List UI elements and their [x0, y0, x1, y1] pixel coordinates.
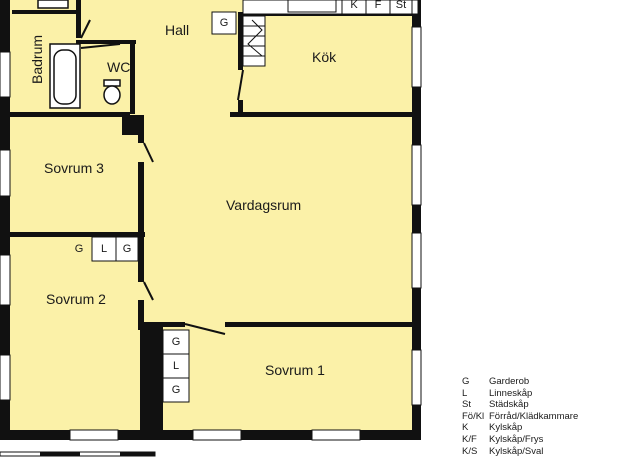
kitchen-st-box — [389, 0, 413, 15]
sovrum1-closets: G L G — [162, 329, 190, 403]
legend-item: K/S Kylskåp/Sval — [462, 446, 622, 458]
room-badrum: Badrum — [29, 35, 45, 84]
legend-code: K — [462, 422, 469, 434]
sov1-g-top-label: G — [172, 336, 181, 348]
sovrum2-closets: G L G — [75, 236, 139, 262]
kitchen-sink-box — [287, 0, 337, 13]
bathtub — [49, 43, 81, 109]
legend-item: St Städskåp — [462, 399, 622, 411]
room-vardagsrum: Vardagsrum — [226, 197, 301, 213]
legend-item: L Linneskåp — [462, 388, 622, 400]
legend-item: K Kylskåp — [462, 422, 622, 434]
kitchen-k-label: K — [350, 0, 358, 11]
room-hall: Hall — [165, 22, 189, 38]
room-kok: Kök — [312, 49, 337, 65]
sov1-g-bottom-label: G — [172, 384, 181, 396]
legend-desc: Linneskåp — [489, 387, 533, 399]
legend-code: K/S — [462, 445, 478, 457]
legend-code: Fö/Kl — [462, 410, 485, 422]
room-wc: WC — [107, 59, 130, 75]
legend-code: L — [462, 387, 468, 399]
room-sovrum3: Sovrum 3 — [44, 160, 104, 176]
legend-desc: Kylskåp/Frys — [489, 433, 544, 445]
legend-code: K/F — [462, 433, 477, 445]
legend-desc: Städskåp — [489, 399, 529, 411]
staircase — [242, 15, 266, 67]
sov2-g-open-label: G — [75, 243, 84, 255]
windows — [0, 26, 422, 441]
hall-wardrobe: G — [211, 11, 237, 35]
kitchen-counter: K F St — [242, 0, 419, 15]
sov2-g-label: G — [123, 243, 132, 255]
door-swings — [80, 19, 244, 335]
hall-g-label: G — [220, 17, 229, 29]
legend-item: G Garderob — [462, 376, 622, 388]
kitchen-st-label: St — [396, 0, 406, 11]
legend: G Garderob L Linneskåp St Städskåp Fö/Kl… — [462, 376, 622, 457]
legend-code: St — [462, 399, 471, 411]
toilet — [103, 79, 121, 105]
legend-desc: Förråd/Klädkammare — [489, 410, 579, 422]
room-sovrum1: Sovrum 1 — [265, 362, 325, 378]
legend-code: G — [462, 376, 470, 387]
sov1-l-label: L — [173, 360, 179, 372]
room-sovrum2: Sovrum 2 — [46, 291, 106, 307]
scale-bar — [0, 451, 156, 457]
sink — [37, 0, 69, 9]
legend-item: K/F Kylskåp/Frys — [462, 434, 622, 446]
legend-desc: Garderob — [489, 376, 530, 387]
kitchen-f-label: F — [375, 0, 382, 11]
legend-desc: Kylskåp/Sval — [489, 445, 544, 457]
legend-item: Fö/Kl Förråd/Klädkammare — [462, 411, 622, 423]
legend-desc: Kylskåp — [489, 422, 523, 434]
sov2-l-label: L — [101, 243, 107, 255]
